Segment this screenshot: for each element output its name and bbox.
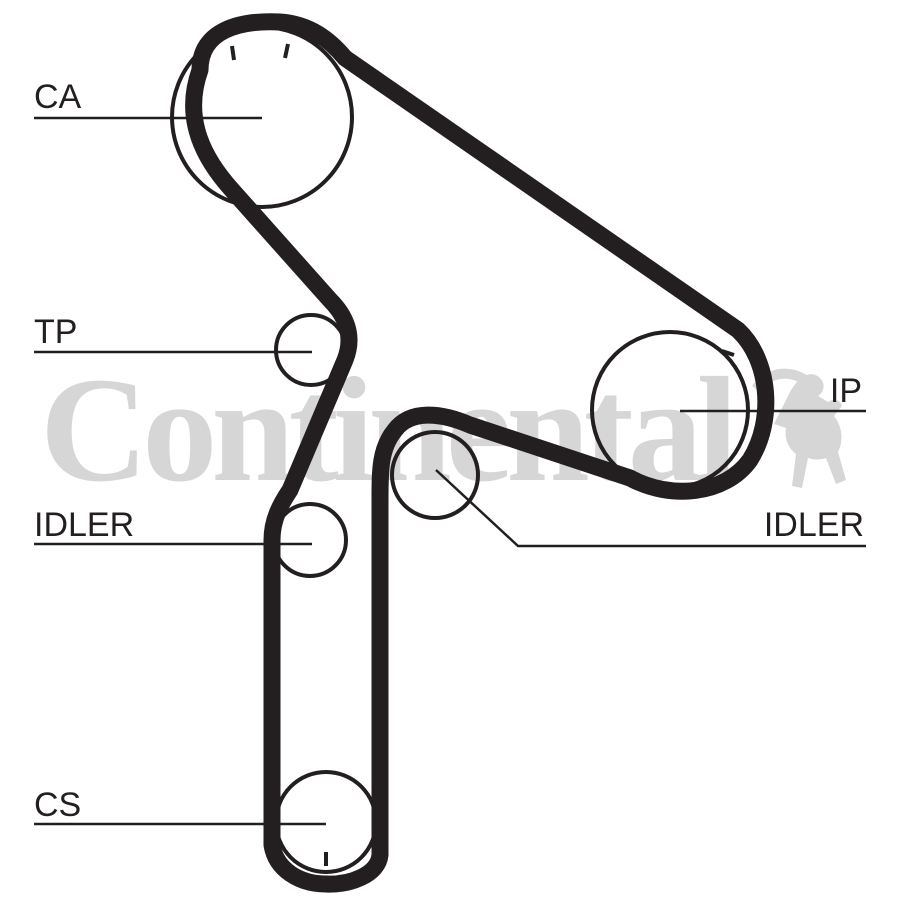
label-idler-right: IDLER	[763, 506, 864, 544]
label-ca: CA	[34, 78, 82, 116]
label-ip: IP	[829, 372, 862, 410]
ca-timing-mark-2	[283, 43, 290, 59]
label-cs: CS	[34, 786, 82, 824]
ca-timing-mark-1	[230, 45, 236, 61]
ip-timing-mark	[721, 349, 735, 357]
timing-belt	[185, 13, 775, 893]
idler-right-leader-line	[435, 469, 866, 548]
label-tp: TP	[34, 313, 78, 351]
label-idler-left: IDLER	[34, 506, 135, 544]
idler-pulley-right	[390, 430, 480, 520]
